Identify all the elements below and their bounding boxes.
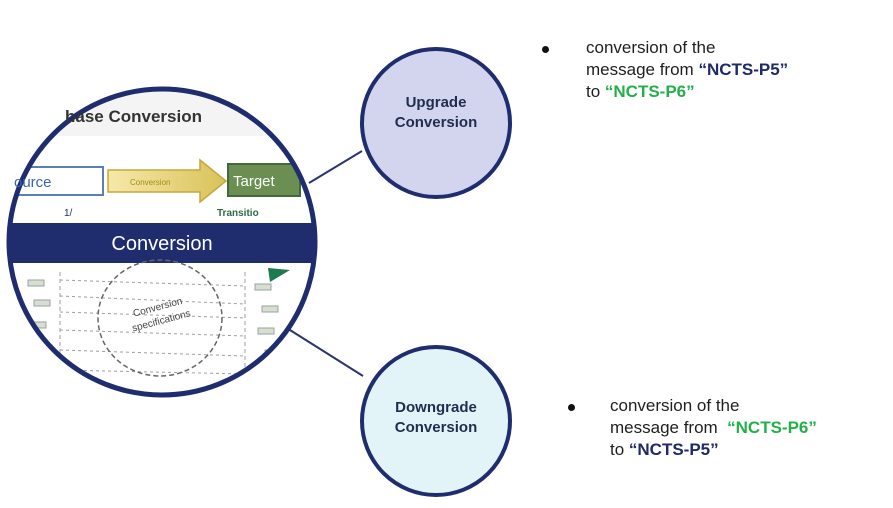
arrow-label: Conversion <box>130 178 170 187</box>
downgrade-label: Downgrade Conversion <box>376 398 496 438</box>
conversion-arrow <box>107 158 228 204</box>
band-label: Conversion <box>111 233 212 255</box>
upgrade-note-line1: conversion of the <box>586 38 716 57</box>
downgrade-connector-line <box>281 324 364 377</box>
magnifier-ring <box>6 86 318 398</box>
upgrade-note-line3: to “NCTS-P6” <box>586 81 886 103</box>
magnifier-heading: hase Conversion <box>65 107 202 126</box>
downgrade-note-line2: message from “NCTS-P6” <box>610 417 893 439</box>
upgrade-bullet-icon <box>542 46 549 53</box>
upgrade-circle <box>360 47 512 199</box>
downgrade-note-line3-prefix: to <box>610 440 629 459</box>
downgrade-note-line2-prefix: message from <box>610 418 728 437</box>
upgrade-source-code: “NCTS-P5” <box>698 60 789 79</box>
downgrade-circle <box>360 345 512 497</box>
upgrade-note-line2-prefix: message from <box>586 60 699 79</box>
upgrade-connector-line <box>308 150 363 184</box>
upgrade-label-line1: Upgrade <box>405 94 467 111</box>
downgrade-target-code: “NCTS-P5” <box>628 440 719 459</box>
downgrade-bullet-icon <box>568 404 575 411</box>
upgrade-target-code: “NCTS-P6” <box>604 82 695 101</box>
downgrade-source-code: “NCTS-P6” <box>727 418 817 437</box>
upgrade-note: conversion of the message from “NCTS-P5”… <box>586 37 886 103</box>
downgrade-note-line1: conversion of the <box>610 396 740 415</box>
spec-ellipse <box>97 259 223 377</box>
conversion-band <box>9 223 315 263</box>
downgrade-note: conversion of the message from “NCTS-P6”… <box>610 395 893 461</box>
target-label: Target <box>233 173 276 190</box>
downgrade-note-line3: to “NCTS-P5” <box>610 439 893 461</box>
downgrade-label-line2: Conversion <box>394 419 478 436</box>
upgrade-label: Upgrade Conversion <box>376 93 496 133</box>
downgrade-label-line1: Downgrade <box>395 399 477 416</box>
sub-left-label: 1/ <box>64 208 73 219</box>
target-box <box>227 163 301 197</box>
sub-right-label: Transitio <box>217 208 259 219</box>
upgrade-label-line2: Conversion <box>394 114 478 131</box>
upgrade-note-line3-prefix: to <box>586 82 605 101</box>
source-label: ource <box>14 174 52 191</box>
upgrade-note-line2: message from “NCTS-P5” <box>586 59 886 81</box>
